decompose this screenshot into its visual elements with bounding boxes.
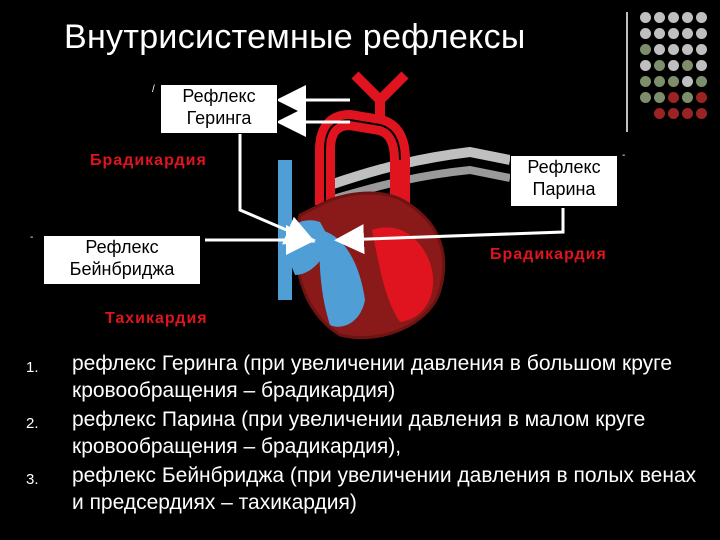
list-item: 3. рефлекс Бейнбриджа (при увеличении да… [22, 462, 712, 516]
decor-tick-2: - [622, 150, 626, 161]
list-item-number: 3. [26, 471, 39, 488]
list-item: 2. рефлекс Парина (при увеличении давлен… [22, 406, 712, 460]
decor-divider [626, 12, 628, 132]
bradycardia-label-left: Брадикардия [90, 152, 207, 169]
hering-reflex-box: Рефлекс Геринга [160, 84, 278, 134]
parin-reflex-box: Рефлекс Парина [510, 155, 618, 207]
list-item-number: 2. [26, 415, 39, 432]
slide-title: Внутрисистемные рефлексы [64, 18, 526, 56]
list-item-text: рефлекс Парина (при увеличении давления … [72, 408, 646, 458]
parin-connector [334, 208, 565, 255]
bradycardia-label-right: Брадикардия [490, 246, 607, 263]
bainbridge-reflex-box: Рефлекс Бейнбриджа [43, 235, 201, 285]
list-item: 1. рефлекс Геринга (при увеличении давле… [22, 350, 712, 404]
left-ventricle [372, 227, 434, 322]
decor-tick-1: / [152, 84, 155, 95]
reflex-list: 1. рефлекс Геринга (при увеличении давле… [22, 350, 712, 518]
tachycardia-label: Тахикардия [105, 310, 208, 327]
right-ventricle [319, 230, 365, 327]
list-item-number: 1. [26, 359, 39, 376]
decor-tick-3: - [30, 232, 34, 243]
aortic-arch-outline [324, 118, 401, 205]
list-item-text: рефлекс Геринга (при увеличении давления… [72, 352, 673, 402]
list-item-text: рефлекс Бейнбриджа (при увеличении давле… [72, 464, 697, 514]
